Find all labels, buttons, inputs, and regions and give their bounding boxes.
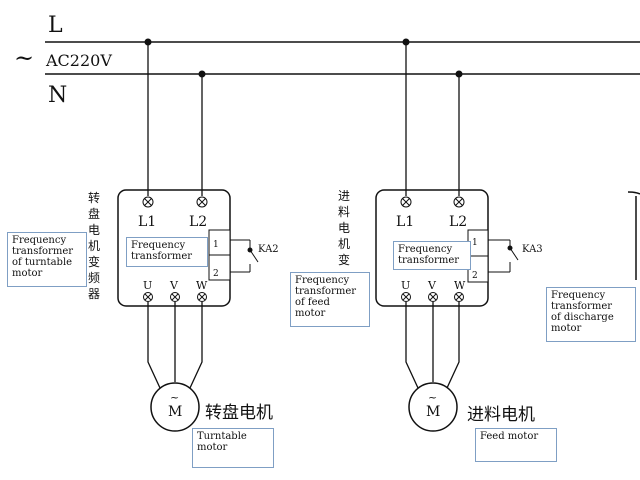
line-label: L: [48, 13, 63, 38]
feed-motor-note: Feed motor: [475, 428, 557, 462]
feed-drive-note: Frequency transformer of feed motor: [290, 272, 370, 327]
control-terminal-2: 2: [213, 269, 219, 279]
motor-icon: [408, 382, 458, 432]
control-terminal-1: 1: [213, 240, 219, 250]
w-label: W: [454, 279, 466, 292]
motor-icon: [150, 382, 200, 432]
drive-turntable: L1 L2 1 2 KA2 U V W: [117, 38, 279, 432]
u-label: U: [143, 279, 152, 292]
terminal-v-icon: [428, 292, 438, 302]
control-terminal-2: 2: [472, 271, 478, 281]
junction-dot: [455, 70, 463, 78]
voltage-label: AC220V: [45, 51, 112, 70]
l2-label: L2: [189, 214, 207, 230]
inverter-inner-label: Frequency transformer: [126, 237, 208, 267]
terminal-w-icon: [454, 292, 464, 302]
motor-symbol: M: [168, 404, 182, 420]
terminal-l2-icon: [196, 196, 208, 208]
feed-drive-side-label: 进 料 电 机 变: [337, 189, 350, 267]
junction-dot: [144, 38, 152, 46]
discharge-drive-note: Frequency transformer of discharge motor: [546, 287, 636, 342]
u-label: U: [401, 279, 410, 292]
l2-label: L2: [449, 214, 467, 230]
motor-symbol: M: [426, 404, 440, 420]
relay-label: KA3: [522, 244, 543, 255]
terminal-l1-icon: [142, 196, 154, 208]
junction-dot: [198, 70, 206, 78]
terminal-l2-icon: [453, 196, 465, 208]
motor-tilde: ~: [170, 391, 179, 404]
l1-label: L1: [138, 214, 156, 230]
motor-name-cn: 转盘电机: [205, 403, 273, 423]
discharge-inverter-box-edge: [627, 191, 640, 195]
relay-contact-icon: [247, 247, 253, 253]
v-label: V: [169, 279, 179, 292]
ac-tilde: ~: [14, 44, 34, 72]
terminal-w-icon: [197, 292, 207, 302]
terminal-l1-icon: [400, 196, 412, 208]
terminal-u-icon: [143, 292, 153, 302]
terminal-u-icon: [401, 292, 411, 302]
motor-name-cn: 进料电机: [467, 405, 535, 425]
turntable-drive-note: Frequency transformer of turntable motor: [7, 232, 87, 287]
inverter-inner-label: Frequency transformer: [393, 241, 471, 270]
neutral-label: N: [48, 83, 67, 108]
turntable-drive-side-label: 转 盘 电 机 变 频 器: [87, 191, 100, 301]
control-terminal-1: 1: [472, 238, 478, 248]
drive-feed: L1 L2 1 2 KA3 U V W ~ M 进料电机: [375, 38, 543, 432]
v-label: V: [427, 279, 437, 292]
turntable-motor-note: Turntable motor: [192, 428, 274, 468]
motor-tilde: ~: [428, 391, 437, 404]
junction-dot: [402, 38, 410, 46]
terminal-v-icon: [170, 292, 180, 302]
relay-label: KA2: [258, 244, 279, 255]
w-label: W: [196, 279, 208, 292]
l1-label: L1: [396, 214, 414, 230]
relay-contact-icon: [507, 245, 513, 251]
